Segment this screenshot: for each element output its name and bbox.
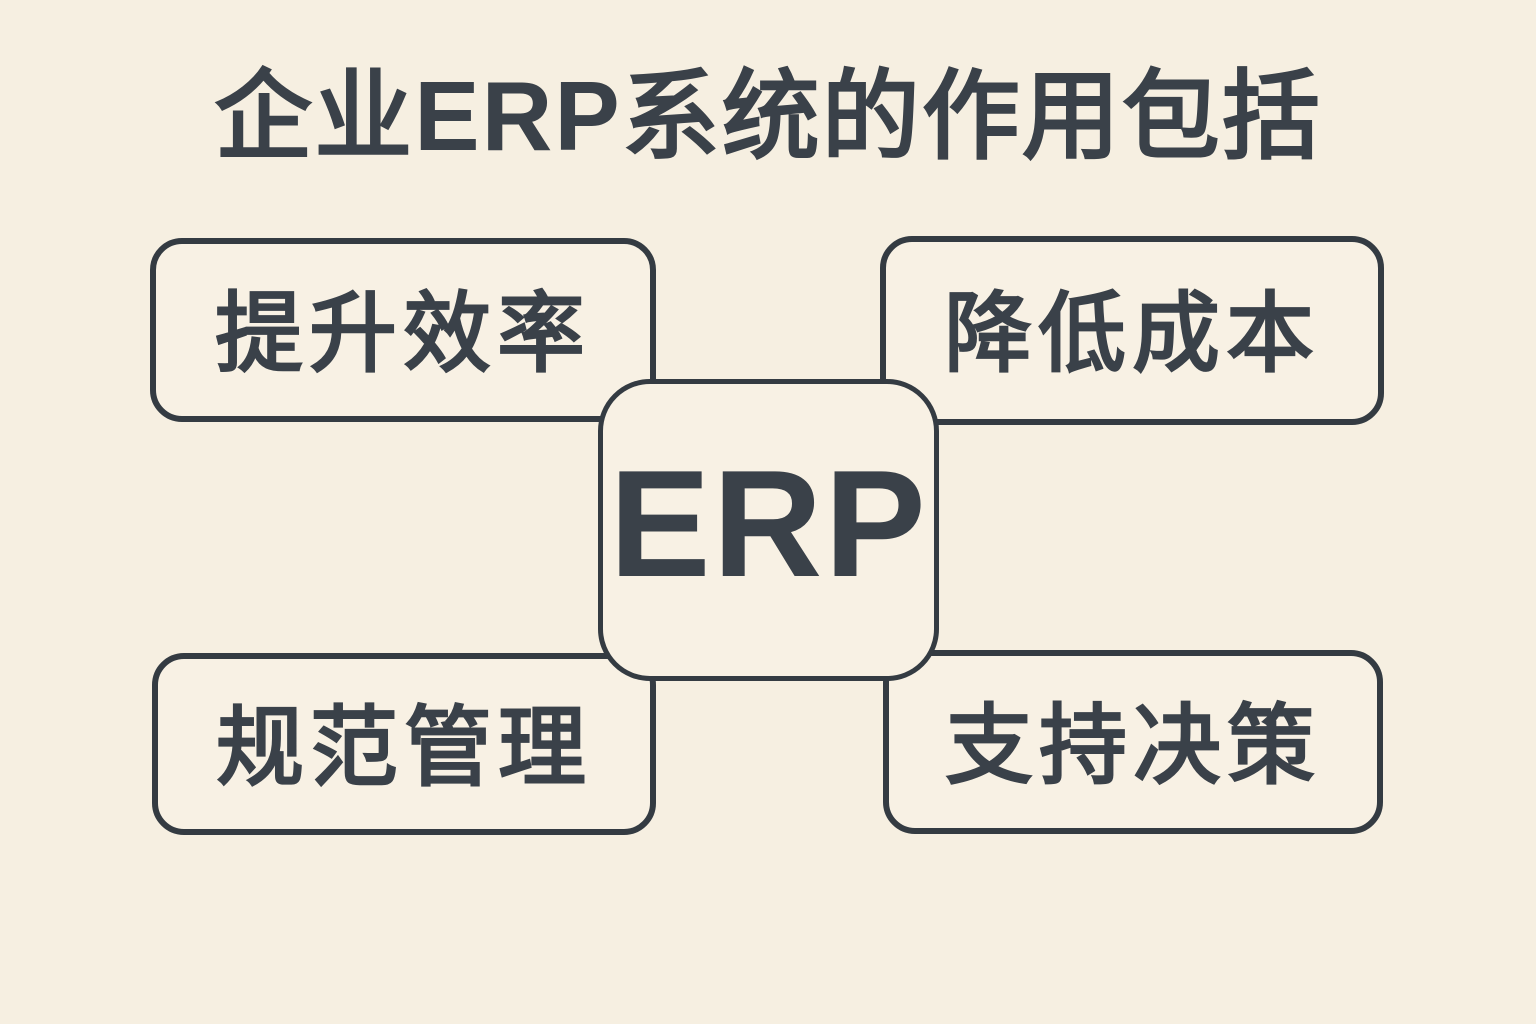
node-reduce-cost: 降低成本 [880,236,1384,425]
node-support-decision: 支持决策 [883,650,1383,834]
node-improve-efficiency: 提升效率 [150,238,656,422]
diagram-title: 企业ERP系统的作用包括 [214,61,1322,171]
node-erp-center: ERP [598,379,939,681]
node-erp-center-label: ERP [609,438,928,609]
node-support-decision-label: 支持决策 [944,695,1321,795]
node-standardize-management: 规范管理 [152,653,656,835]
node-standardize-management-label: 规范管理 [215,697,592,797]
node-reduce-cost-label: 降低成本 [943,284,1320,383]
node-improve-efficiency-label: 提升效率 [214,283,591,383]
